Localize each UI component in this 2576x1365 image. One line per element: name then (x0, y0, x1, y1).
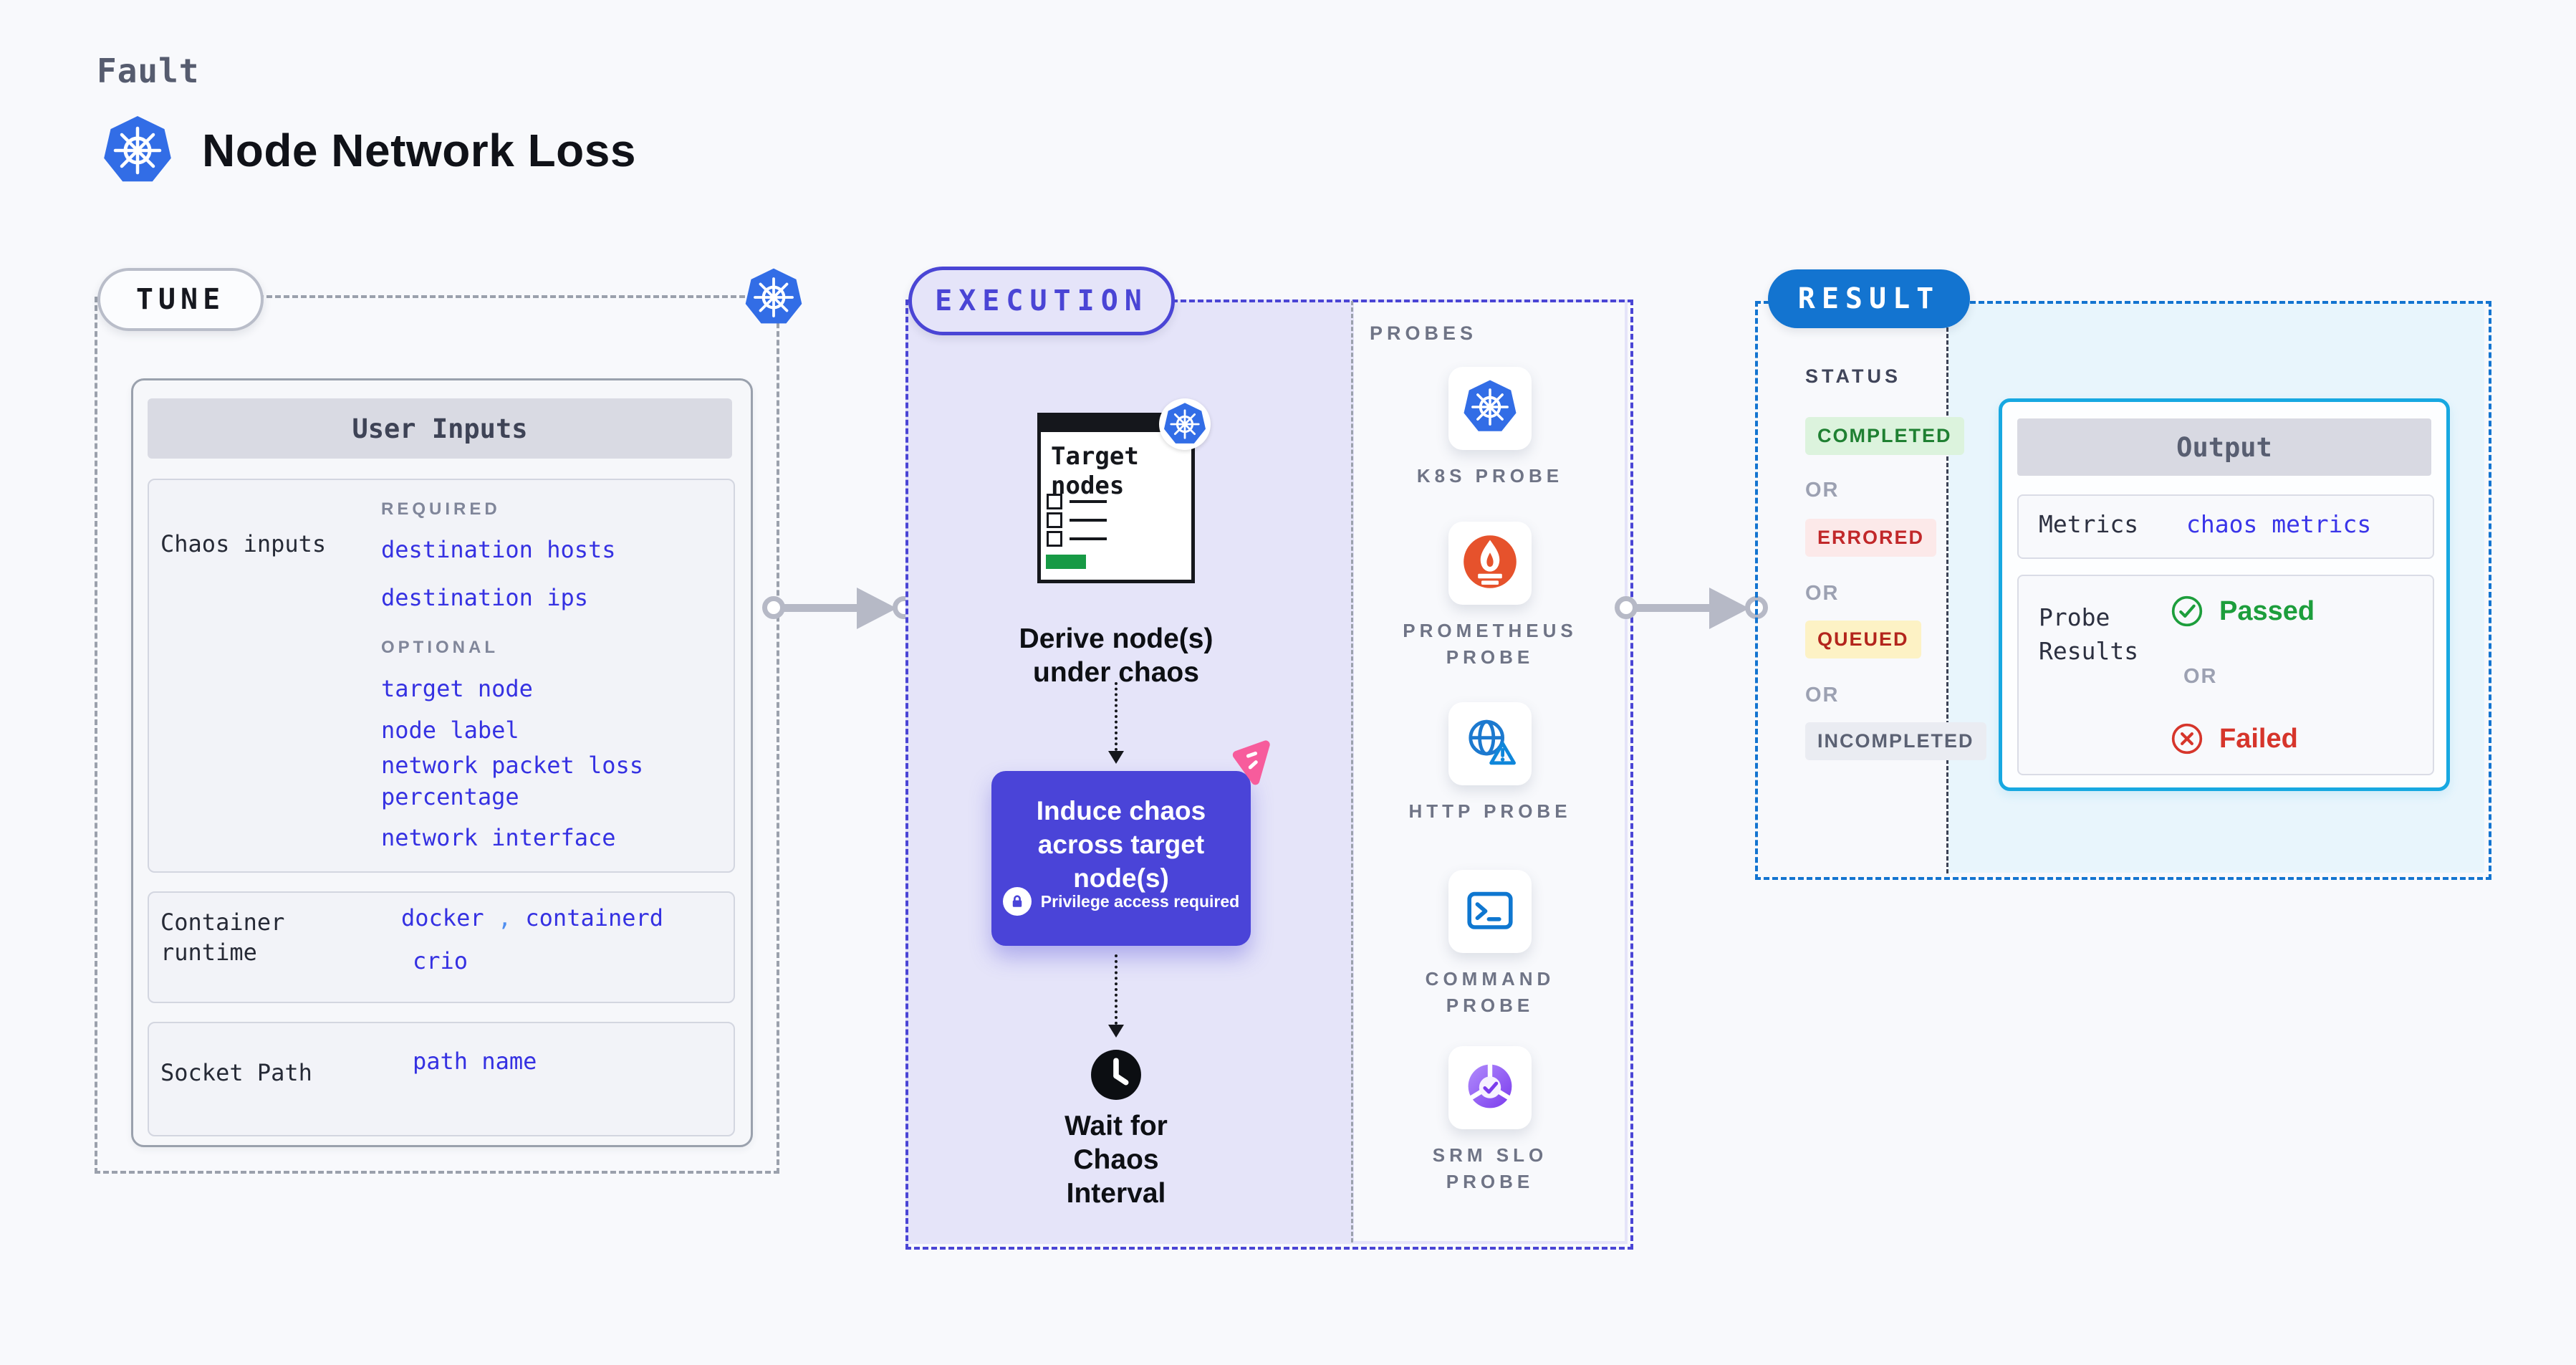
runtime-separator: , (497, 904, 526, 931)
induce-chaos-box (991, 771, 1251, 946)
checkbox-line (1070, 519, 1107, 522)
derive-nodes-label: Derive node(s) under chaos (1019, 623, 1213, 688)
status-divider-dash (1946, 302, 1948, 873)
status-badge-incompleted: INCOMPLETED (1805, 722, 1986, 760)
litmus-chaos-icon (1219, 739, 1275, 795)
probe-card-k8s (1448, 367, 1532, 450)
privilege-row: Privilege access required (991, 887, 1251, 916)
checkbox-icon (1047, 512, 1062, 528)
kubernetes-icon (1159, 398, 1211, 450)
probe-label-srm-slo: SRM SLO PROBE (1432, 1144, 1548, 1192)
chaos-inputs-row (148, 479, 735, 873)
result-section-frame (1755, 301, 2491, 880)
green-bar (1046, 555, 1086, 569)
tune-section-frame (95, 297, 779, 1174)
or-label: OR (1805, 684, 1840, 707)
or-label: OR (1805, 582, 1840, 605)
target-card-titlebar (1041, 416, 1191, 432)
chaos-input-node-label: node label (381, 717, 519, 744)
chaos-input-destination-ips: destination ips (381, 584, 588, 611)
flow-connector (1115, 954, 1118, 1025)
checkbox-icon (1047, 494, 1062, 509)
lock-icon (1002, 887, 1032, 916)
chaos-input-network-interface: network interface (381, 824, 616, 851)
kubernetes-icon (744, 267, 804, 331)
passed-label: Passed (2219, 596, 2315, 626)
metrics-row (2017, 494, 2434, 559)
flow-connector (1115, 682, 1118, 751)
status-heading: STATUS (1805, 365, 1901, 387)
required-heading: REQUIRED (381, 499, 501, 519)
probe-label-http: HTTP PROBE (1408, 800, 1572, 822)
checkbox-icon (1047, 531, 1062, 547)
chaos-input-network-packet-loss: network packet loss percentage (381, 752, 644, 810)
fault-kicker: Fault (97, 52, 200, 90)
privilege-label: Privilege access required (1040, 891, 1240, 911)
runtime-crio-value: crio (413, 947, 468, 974)
clock-icon (1089, 1048, 1143, 1106)
status-badge-queued: QUEUED (1805, 621, 1921, 658)
tune-section-pill: TUNE (97, 268, 264, 331)
status-badge-completed: COMPLETED (1805, 417, 1964, 455)
probe-card-srm-slo (1448, 1046, 1532, 1129)
optional-heading: OPTIONAL (381, 638, 499, 657)
page-title: Node Network Loss (202, 125, 636, 176)
induce-chaos-label: Induce chaos across target node(s) (1036, 796, 1206, 893)
execution-section-pill: EXECUTION (908, 267, 1175, 335)
arrow-start-dot (762, 596, 785, 619)
terminal-icon (1461, 881, 1519, 942)
runtime-docker-value: docker (401, 904, 484, 931)
probe-results-label: Probe Results (2039, 603, 2139, 665)
x-circle-icon (2171, 722, 2203, 759)
wait-chaos-interval-label: Wait for Chaos Interval (1064, 1111, 1168, 1209)
failed-label: Failed (2219, 724, 2298, 754)
check-circle-icon (2171, 595, 2203, 631)
chaos-inputs-label: Chaos inputs (160, 530, 327, 557)
probe-label-prometheus: PROMETHEUS PROBE (1403, 620, 1577, 668)
tune-frame-top-dash (258, 295, 745, 298)
kubernetes-logo-icon (102, 113, 173, 191)
http-globe-icon (1461, 714, 1519, 775)
probe-card-http (1448, 702, 1532, 785)
probe-label-k8s: K8S PROBE (1416, 465, 1564, 487)
flow-connector-arrowhead (1108, 751, 1124, 764)
flow-connector-arrowhead (1108, 1025, 1124, 1038)
execution-to-result-arrowhead (1709, 588, 1749, 629)
container-runtime-label: Container runtime (160, 909, 285, 966)
probes-heading: PROBES (1370, 322, 1478, 344)
target-card-title: Target nodes (1051, 442, 1139, 500)
container-runtime-row (148, 891, 735, 1003)
probes-divider-dash (1351, 301, 1353, 1242)
chaos-input-destination-hosts: destination hosts (381, 536, 616, 563)
or-label: OR (1805, 479, 1840, 502)
user-inputs-title: User Inputs (148, 398, 732, 459)
execution-section-frame (905, 300, 1633, 1250)
tune-to-execution-arrowhead (857, 588, 897, 629)
or-label: OR (2183, 665, 2218, 688)
socket-path-row (148, 1022, 735, 1136)
tune-to-execution-arrow (781, 604, 865, 612)
runtime-containerd-value: containerd (525, 904, 664, 931)
status-badge-errored: ERRORED (1805, 519, 1937, 557)
checkbox-line (1070, 537, 1107, 540)
execution-to-result-arrow (1633, 604, 1718, 612)
kubernetes-icon (1462, 378, 1518, 439)
probe-card-command (1448, 870, 1532, 953)
checkbox-line (1070, 500, 1107, 503)
probe-results-row (2017, 575, 2434, 775)
socket-path-label: Socket Path (160, 1059, 312, 1086)
probe-card-prometheus (1448, 522, 1532, 605)
slo-donut-icon (1461, 1058, 1519, 1119)
arrow-start-dot (1615, 596, 1638, 619)
result-section-pill: RESULT (1768, 269, 1970, 328)
probe-label-command: COMMAND PROBE (1425, 968, 1555, 1016)
socket-path-value: path name (413, 1048, 537, 1075)
metrics-value-link: chaos metrics (2186, 510, 2372, 538)
chaos-input-target-node: target node (381, 675, 533, 702)
output-title: Output (2017, 418, 2431, 476)
metrics-label: Metrics (2039, 510, 2139, 538)
prometheus-icon (1461, 533, 1519, 594)
